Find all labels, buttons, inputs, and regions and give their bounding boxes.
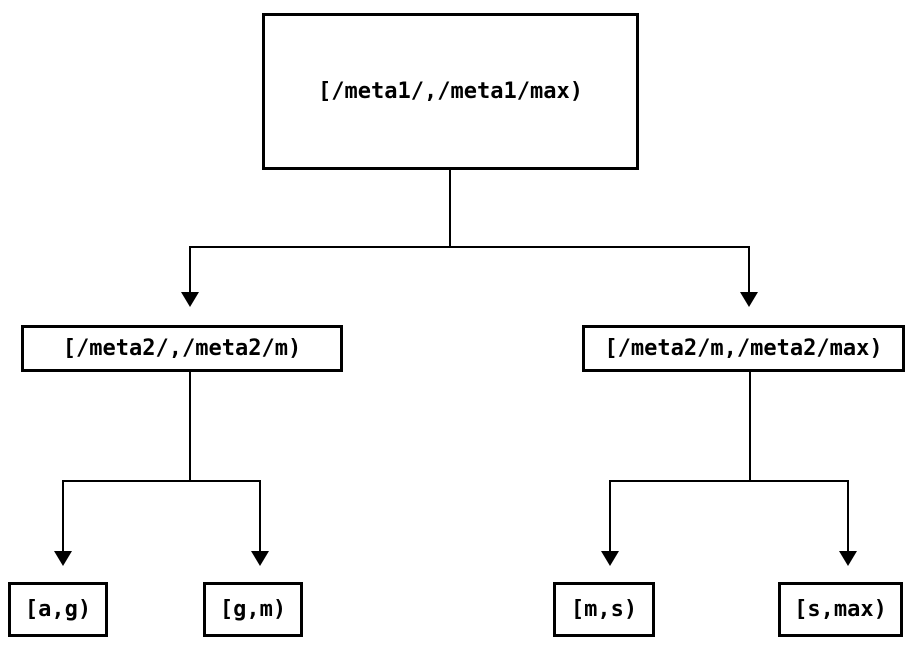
edge-root-rail <box>189 246 750 248</box>
edge-root-to-left-drop <box>189 246 191 293</box>
arrow-down-icon <box>740 292 758 307</box>
edge-root-to-right-drop <box>748 246 750 293</box>
tree-node-right-child: [/meta2/m,/meta2/max) <box>582 325 905 372</box>
tree-node-root-label: [/meta1/,/meta1/max) <box>318 79 583 104</box>
tree-node-leaf-3-label: [m,s) <box>570 597 638 622</box>
edge-left-child-stem <box>189 372 191 482</box>
edge-right-child-stem <box>749 372 751 482</box>
tree-node-leaf-1: [a,g) <box>8 582 108 637</box>
tree-node-right-child-label: [/meta2/m,/meta2/max) <box>604 336 883 361</box>
edge-left-child-rail <box>62 480 261 482</box>
tree-node-left-child: [/meta2/,/meta2/m) <box>21 325 343 372</box>
tree-node-leaf-1-label: [a,g) <box>24 597 92 622</box>
tree-node-root: [/meta1/,/meta1/max) <box>262 13 639 170</box>
edge-left-to-leaf1-drop <box>62 480 64 552</box>
tree-node-leaf-2-label: [g,m) <box>219 597 287 622</box>
arrow-down-icon <box>839 551 857 566</box>
arrow-down-icon <box>181 292 199 307</box>
tree-node-leaf-4: [s,max) <box>778 582 903 637</box>
tree-node-left-child-label: [/meta2/,/meta2/m) <box>62 336 302 361</box>
tree-node-leaf-4-label: [s,max) <box>794 597 887 622</box>
edge-left-to-leaf2-drop <box>259 480 261 552</box>
arrow-down-icon <box>601 551 619 566</box>
arrow-down-icon <box>54 551 72 566</box>
tree-node-leaf-3: [m,s) <box>553 582 655 637</box>
edge-right-child-rail <box>609 480 849 482</box>
edge-right-to-leaf3-drop <box>609 480 611 552</box>
edge-root-stem <box>449 170 451 247</box>
tree-node-leaf-2: [g,m) <box>203 582 303 637</box>
arrow-down-icon <box>251 551 269 566</box>
edge-right-to-leaf4-drop <box>847 480 849 552</box>
